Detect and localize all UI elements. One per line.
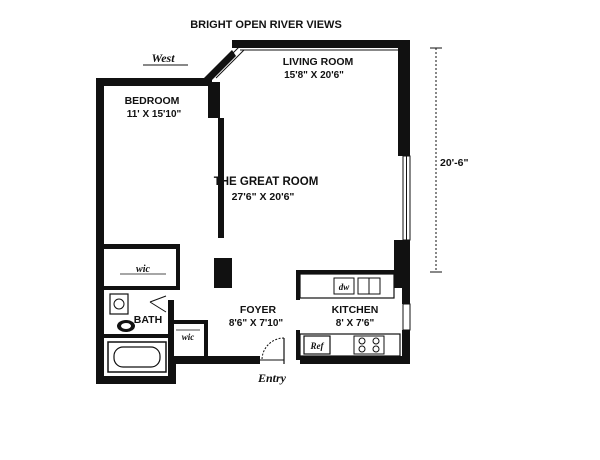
foyer-name: FOYER	[240, 304, 277, 316]
bath-name: BATH	[134, 314, 162, 326]
bedroom-name: BEDROOM	[125, 95, 180, 107]
plan-title: BRIGHT OPEN RIVER VIEWS	[190, 19, 342, 31]
kitchen-dims: 8' X 7'6"	[336, 318, 375, 329]
refrigerator-label: Ref	[310, 341, 325, 351]
entry-label: Entry	[257, 371, 287, 385]
stove-icon	[353, 335, 385, 355]
right-dimension-label: 20'-6"	[440, 157, 469, 169]
bedroom-dims: 11' X 15'10"	[127, 109, 182, 120]
wic-foyer-label: wic	[182, 332, 195, 342]
wic-bedroom-label: wic	[136, 264, 150, 275]
kitchen-counter-bottom	[299, 333, 401, 357]
living-room-dims: 15'8" X 20'6"	[284, 70, 344, 81]
bath-door-swing	[149, 295, 167, 313]
entry-door-icon	[260, 337, 285, 364]
kitchen-counter-top	[299, 273, 395, 299]
great-room-dims: 27'6" X 20'6"	[232, 191, 295, 203]
dishwasher-label: dw	[339, 282, 351, 292]
west-label: West	[151, 51, 175, 65]
walls	[96, 40, 411, 384]
bathtub-icon	[107, 341, 167, 373]
foyer-dims: 8'6" X 7'10"	[229, 318, 284, 329]
great-room-name: THE GREAT ROOM	[214, 176, 319, 188]
toilet-icon	[117, 320, 135, 332]
kitchen-name: KITCHEN	[332, 304, 379, 316]
living-room-name: LIVING ROOM	[283, 56, 354, 68]
right-dimension-line	[430, 47, 442, 273]
sink-icon	[109, 293, 129, 315]
